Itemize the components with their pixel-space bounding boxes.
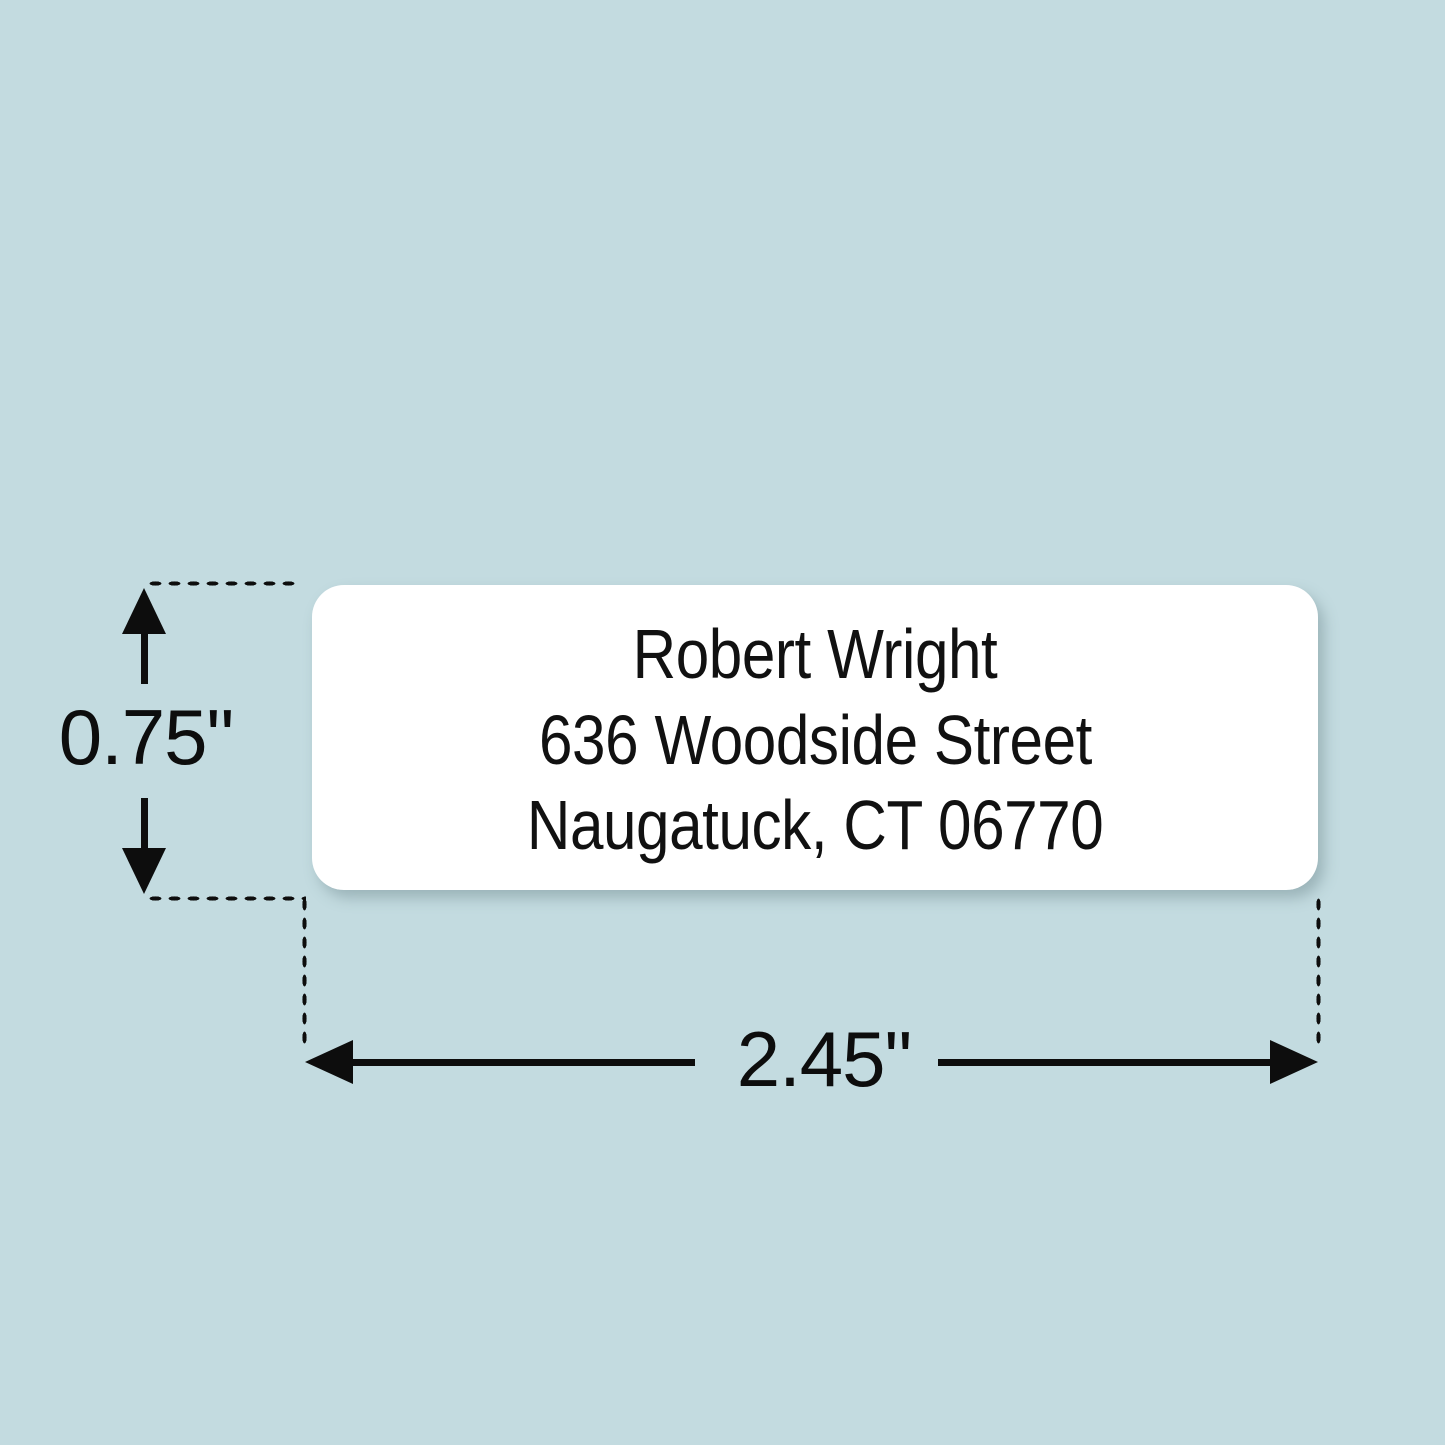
guide-line-bottom-horizontal [146,895,306,902]
guide-line-right-vertical [1315,895,1322,1047]
dimension-width-label: 2.45" [736,1015,913,1103]
dimension-arrow-right-icon [938,1040,1318,1084]
address-line-street: 636 Woodside Street [538,700,1092,779]
dimension-arrow-up-icon [122,588,166,684]
address-line-city-state-zip: Naugatuck, CT 06770 [526,786,1104,865]
dimension-height-label: 0.75" [58,693,235,781]
guide-line-left-vertical [301,895,308,1047]
dimension-arrow-down-icon [122,798,166,894]
dimension-arrow-left-icon [305,1040,695,1084]
guide-line-top-horizontal [146,580,298,587]
address-label-card: Robert Wright 636 Woodside Street Naugat… [312,585,1318,890]
address-line-name: Robert Wright [632,615,998,694]
